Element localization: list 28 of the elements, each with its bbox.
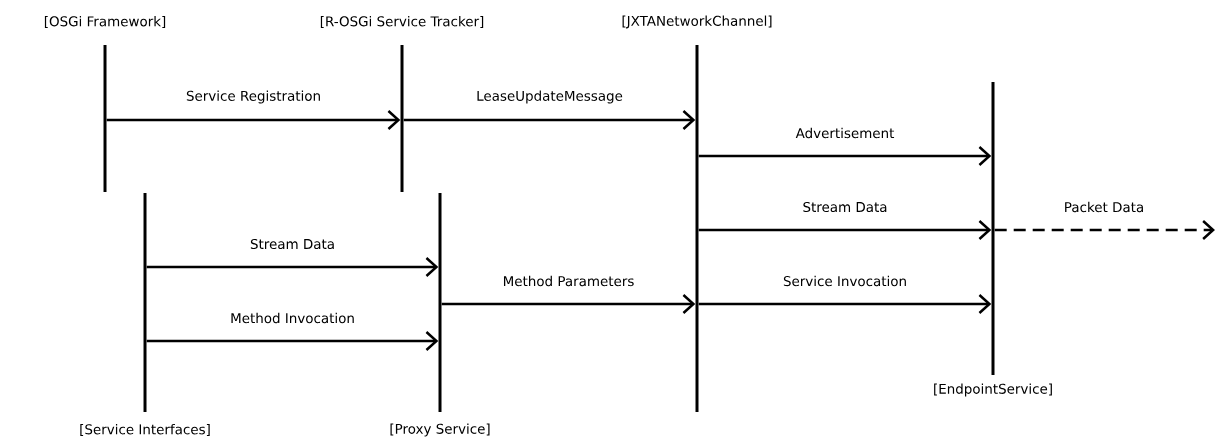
lifeline: [Proxy Service] bbox=[390, 193, 490, 437]
edge-label: Packet Data bbox=[1062, 200, 1146, 214]
arrow bbox=[403, 110, 696, 130]
edge-label: Service Invocation bbox=[782, 274, 909, 288]
arrow bbox=[698, 294, 992, 314]
edge-label: Stream Data bbox=[801, 200, 889, 214]
edge-label: Stream Data bbox=[249, 237, 337, 251]
arrow bbox=[698, 220, 992, 240]
node-label: [JXTANetworkChannel] bbox=[622, 15, 772, 29]
edge-label: LeaseUpdateMessage bbox=[475, 89, 624, 105]
node-label: [Proxy Service] bbox=[390, 423, 490, 437]
arrow bbox=[146, 257, 439, 277]
node-label: [R-OSGi Service Tracker] bbox=[320, 16, 484, 28]
edge-label: Method Parameters bbox=[501, 274, 636, 288]
node-label: [EndpointService] bbox=[934, 383, 1052, 397]
lifeline: [OSGi Framework] bbox=[44, 16, 166, 192]
arrow bbox=[146, 331, 439, 351]
arrow bbox=[698, 146, 992, 166]
edge-label: Service Registration bbox=[184, 89, 323, 105]
arrow bbox=[106, 110, 401, 130]
node-label: [Service Interfaces] bbox=[80, 423, 210, 436]
lifeline: [Service Interfaces] bbox=[80, 193, 210, 436]
node-label: [OSGi Framework] bbox=[44, 16, 166, 28]
arrow bbox=[441, 294, 696, 314]
arrow bbox=[994, 220, 1215, 240]
edge-label: Advertisement bbox=[794, 126, 896, 140]
edge-label: Method Invocation bbox=[229, 311, 356, 325]
lifeline: [EndpointService] bbox=[934, 82, 1052, 397]
